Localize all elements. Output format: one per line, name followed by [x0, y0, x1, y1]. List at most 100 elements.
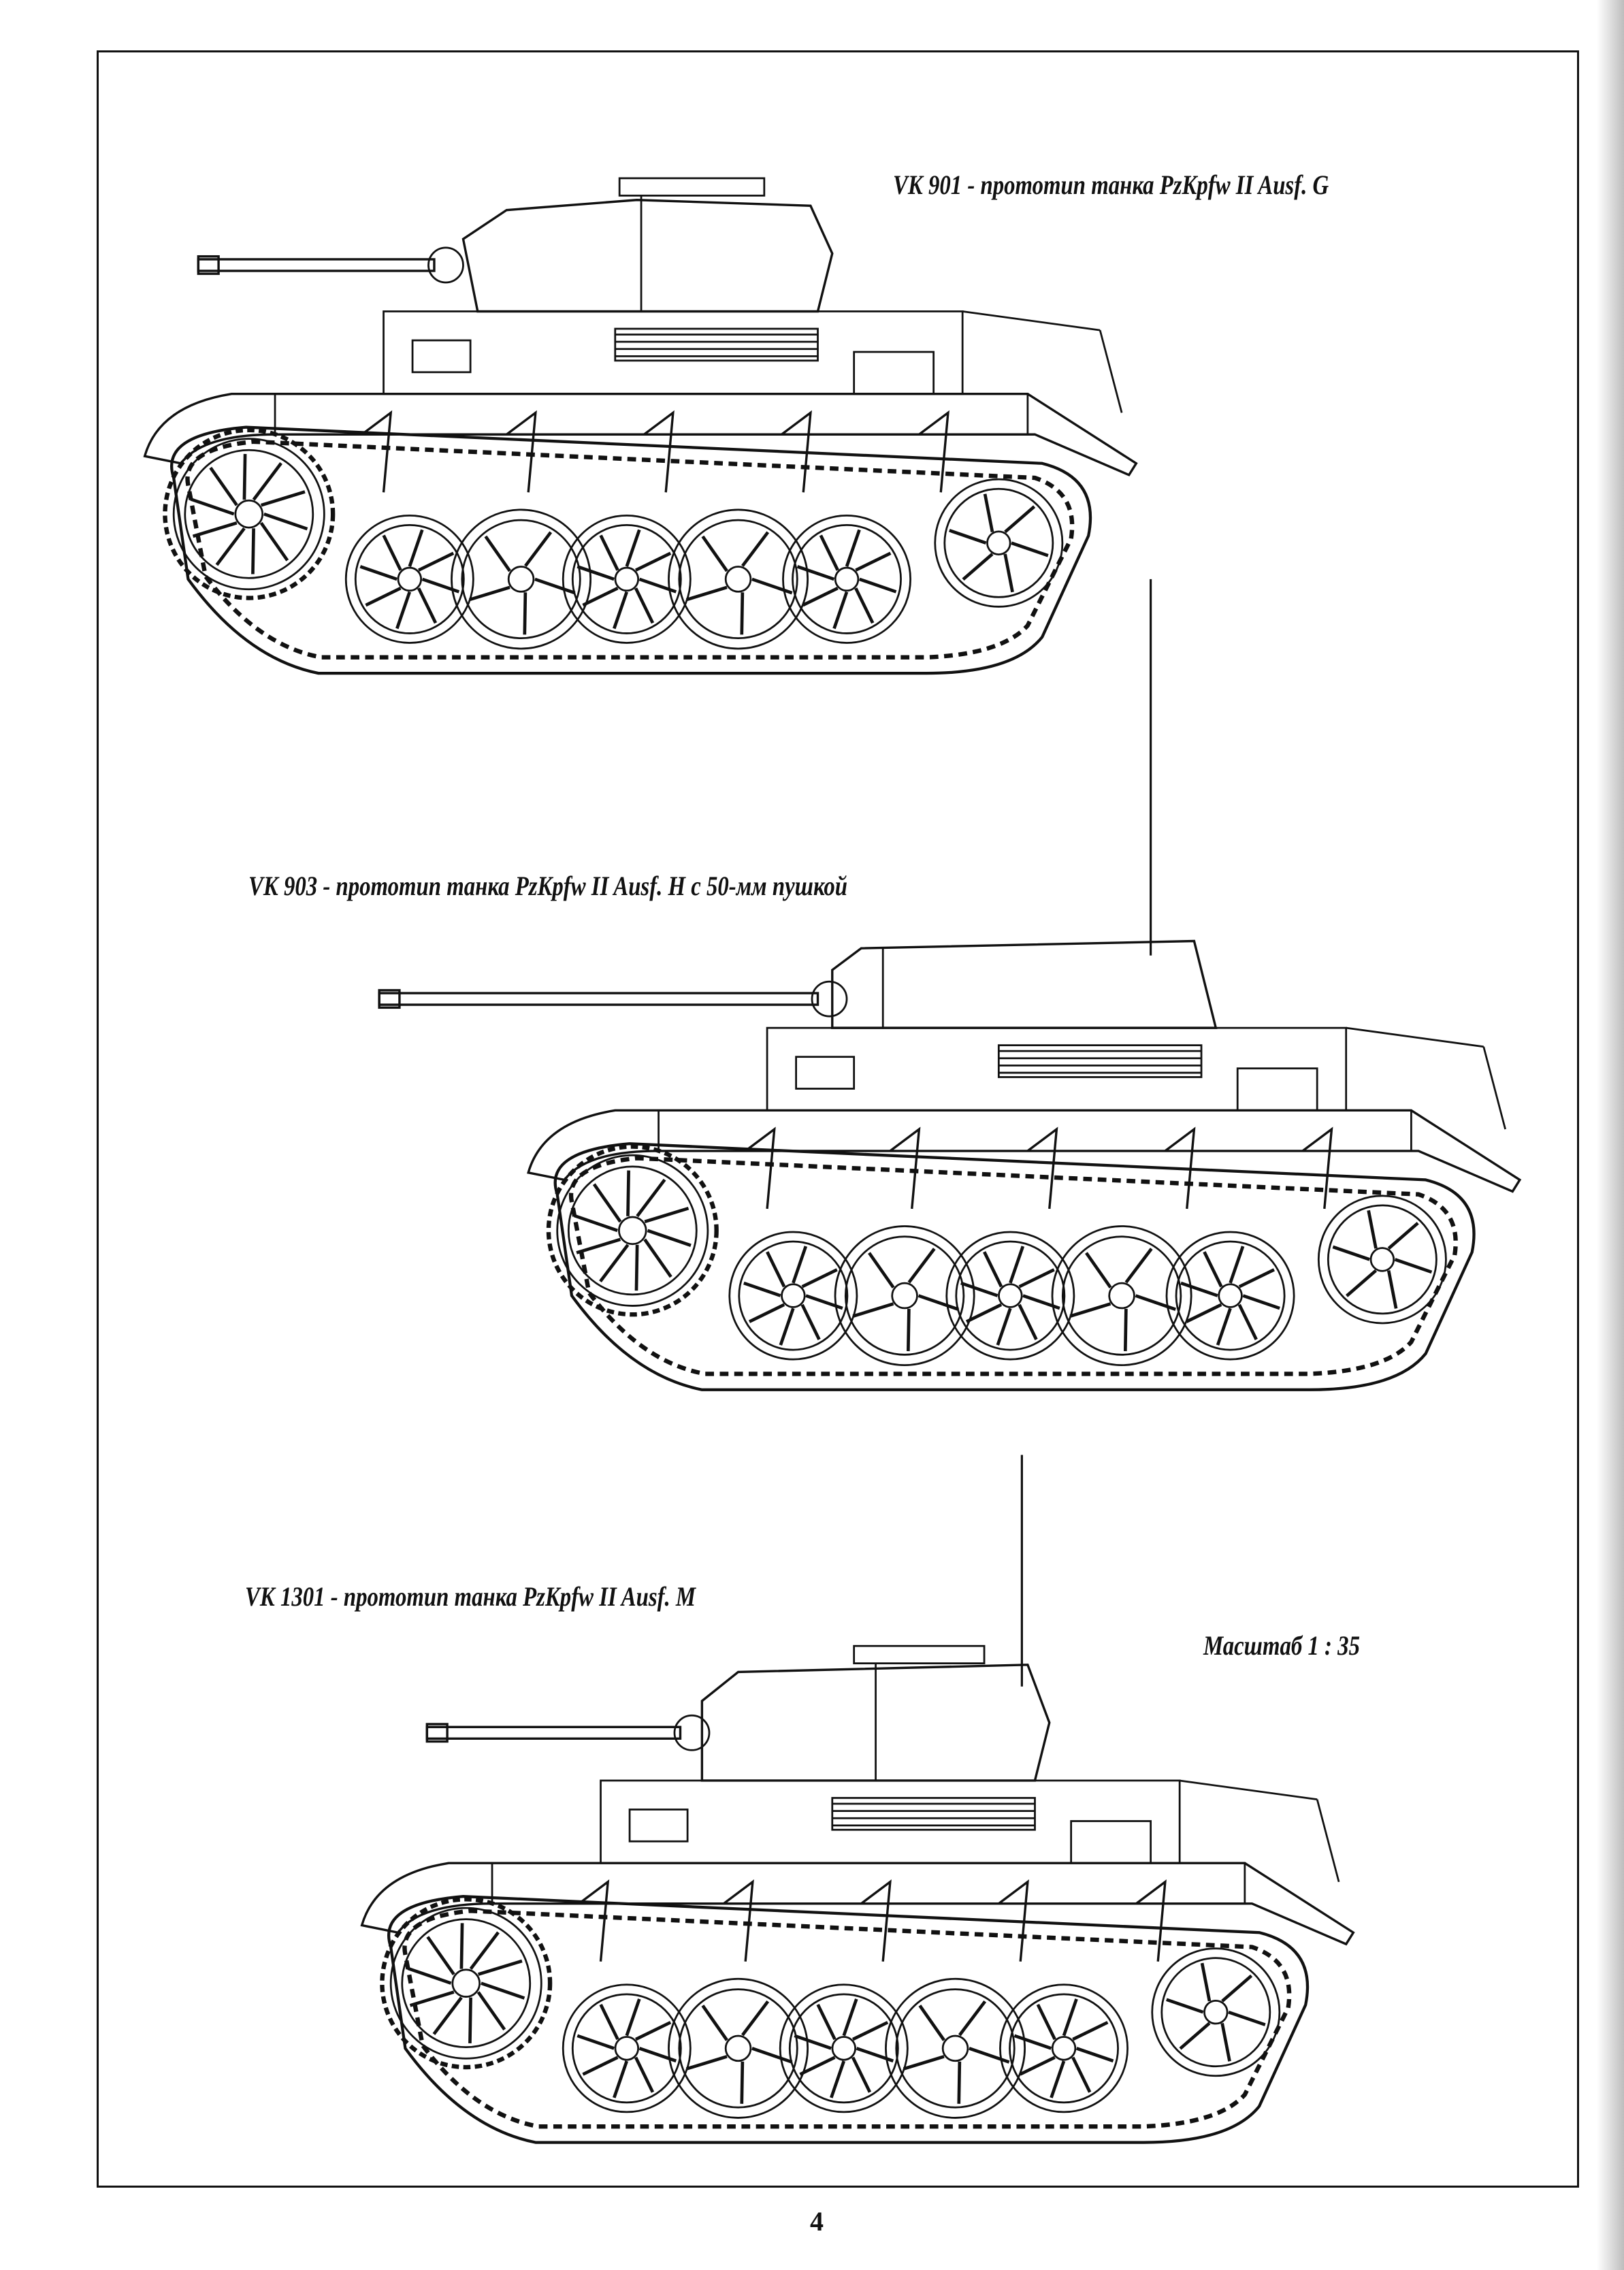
suspension-arm — [781, 410, 812, 493]
engine-grille — [614, 327, 819, 362]
road-wheel — [779, 1983, 909, 2113]
road-wheel-spoke — [1085, 1252, 1112, 1288]
gun-mantlet — [427, 246, 464, 284]
road-wheel-spoke — [701, 2005, 728, 2041]
idler-wheel — [934, 478, 1064, 608]
drive-sprocket-spoke — [573, 1214, 618, 1233]
sprocket-teeth — [163, 427, 336, 600]
drive-sprocket-spoke — [644, 1206, 689, 1224]
road-wheel-spoke — [359, 565, 397, 581]
road-wheel-hub — [397, 566, 423, 592]
rear-deck — [962, 310, 1101, 331]
drive-sprocket-spoke — [209, 466, 238, 506]
cupola — [618, 177, 766, 197]
road-wheel-spoke — [958, 2000, 987, 2037]
road-wheel-spoke — [801, 1268, 838, 1288]
road-wheel-spoke — [468, 585, 510, 602]
road-wheel — [945, 1231, 1075, 1361]
road-wheel-spoke — [1009, 1246, 1025, 1284]
road-wheel-spoke — [625, 529, 641, 567]
road-wheel-spoke — [740, 2061, 745, 2104]
road-wheel-spoke — [748, 1303, 785, 1323]
idler-wheel-spoke — [1220, 2022, 1231, 2062]
road-wheel-spoke — [1135, 1294, 1176, 1311]
caption-vk903: VK 903 - прототип танка PzKpfw II Ausf. … — [248, 871, 848, 901]
road-wheel — [885, 1977, 1026, 2119]
road-wheel — [999, 1983, 1128, 2113]
road-wheel-spoke — [868, 1252, 895, 1288]
road-wheel-spoke — [1013, 2034, 1052, 2050]
drive-sprocket-spoke — [477, 1959, 523, 1976]
road-wheel-spoke — [1123, 1308, 1128, 1352]
road-wheel-spoke — [917, 1294, 959, 1311]
vision-port — [628, 1809, 689, 1843]
idler-wheel-spoke — [1166, 1998, 1204, 2014]
road-wheel-spoke — [638, 2047, 677, 2063]
drive-sprocket-spoke — [407, 1966, 452, 1985]
drive-sprocket-hub — [451, 1968, 481, 1998]
road-wheel-spoke — [816, 2003, 837, 2041]
road-wheel-spoke — [779, 1308, 795, 1346]
road-wheel-spoke — [1229, 1246, 1245, 1284]
idler-wheel-spoke — [1367, 1210, 1378, 1249]
drive-sprocket-spoke — [647, 1229, 692, 1247]
road-wheel-spoke — [635, 551, 672, 572]
road-wheel-spoke — [858, 577, 897, 594]
road-wheel-spoke — [1186, 1303, 1222, 1323]
road-wheel-spoke — [534, 577, 576, 595]
drive-sprocket-spoke — [432, 1996, 463, 2035]
road-wheel-spoke — [1018, 1303, 1038, 1340]
drive-sprocket-spoke — [426, 1936, 455, 1976]
road-wheel-spoke — [832, 591, 849, 630]
road-wheel-spoke — [685, 585, 728, 602]
idler-wheel-rim — [943, 487, 1054, 598]
drive-sprocket — [389, 1907, 542, 2060]
road-wheel-spoke — [996, 1308, 1012, 1346]
road-wheel-spoke — [408, 529, 424, 567]
drive-sprocket-spoke — [459, 1923, 464, 1969]
road-wheel-spoke — [918, 2005, 945, 2041]
road-wheel-spoke — [819, 534, 839, 571]
stowage-box — [1236, 1067, 1318, 1112]
road-wheel-spoke — [638, 577, 677, 594]
road-wheel-spoke — [1036, 2003, 1056, 2041]
track-links — [402, 1909, 1292, 2129]
drive-sprocket-spoke — [643, 1238, 672, 1278]
road-wheel-spoke — [842, 1998, 858, 2037]
drive-sprocket-spoke — [576, 1237, 621, 1254]
road-wheel-spoke — [582, 2056, 619, 2076]
turret — [831, 939, 1218, 1029]
road-wheel-spoke — [957, 2061, 962, 2104]
rear-deck — [1179, 1779, 1318, 1800]
idler-wheel-spoke — [949, 529, 987, 545]
idler-wheel-spoke — [1387, 1222, 1419, 1250]
idler-wheel-spoke — [1200, 1962, 1212, 2002]
road-wheel-hub — [941, 2034, 969, 2062]
suspension-arm — [1301, 1126, 1333, 1210]
idler-wheel-rim — [1160, 1957, 1271, 2068]
vision-port — [795, 1056, 856, 1090]
suspension-arm — [889, 1126, 921, 1210]
drive-sprocket-spoke — [260, 490, 306, 507]
road-wheel-spoke — [792, 1246, 808, 1284]
stowage-box — [1070, 1820, 1152, 1864]
road-wheel-spoke — [751, 577, 793, 595]
road-wheel-rim — [678, 519, 798, 640]
drive-sprocket-hub — [618, 1216, 647, 1246]
drive-sprocket-spoke — [190, 498, 235, 516]
road-wheel-spoke — [799, 2056, 836, 2076]
road-wheel-rim — [792, 523, 902, 634]
suspension-arm — [998, 1879, 1029, 1962]
road-wheel-spoke — [417, 587, 438, 624]
muzzle — [425, 1723, 449, 1743]
road-wheel-spoke — [582, 587, 619, 607]
road-wheel-spoke — [613, 591, 629, 630]
suspension-arm — [1135, 1879, 1167, 1962]
road-wheel-spoke — [751, 2047, 793, 2064]
idler-wheel-hub — [986, 530, 1011, 555]
suspension-arm — [918, 410, 949, 493]
road-wheel — [1165, 1231, 1295, 1361]
idler-wheel-spoke — [1332, 1245, 1370, 1261]
road-wheel-spoke — [743, 1281, 781, 1297]
